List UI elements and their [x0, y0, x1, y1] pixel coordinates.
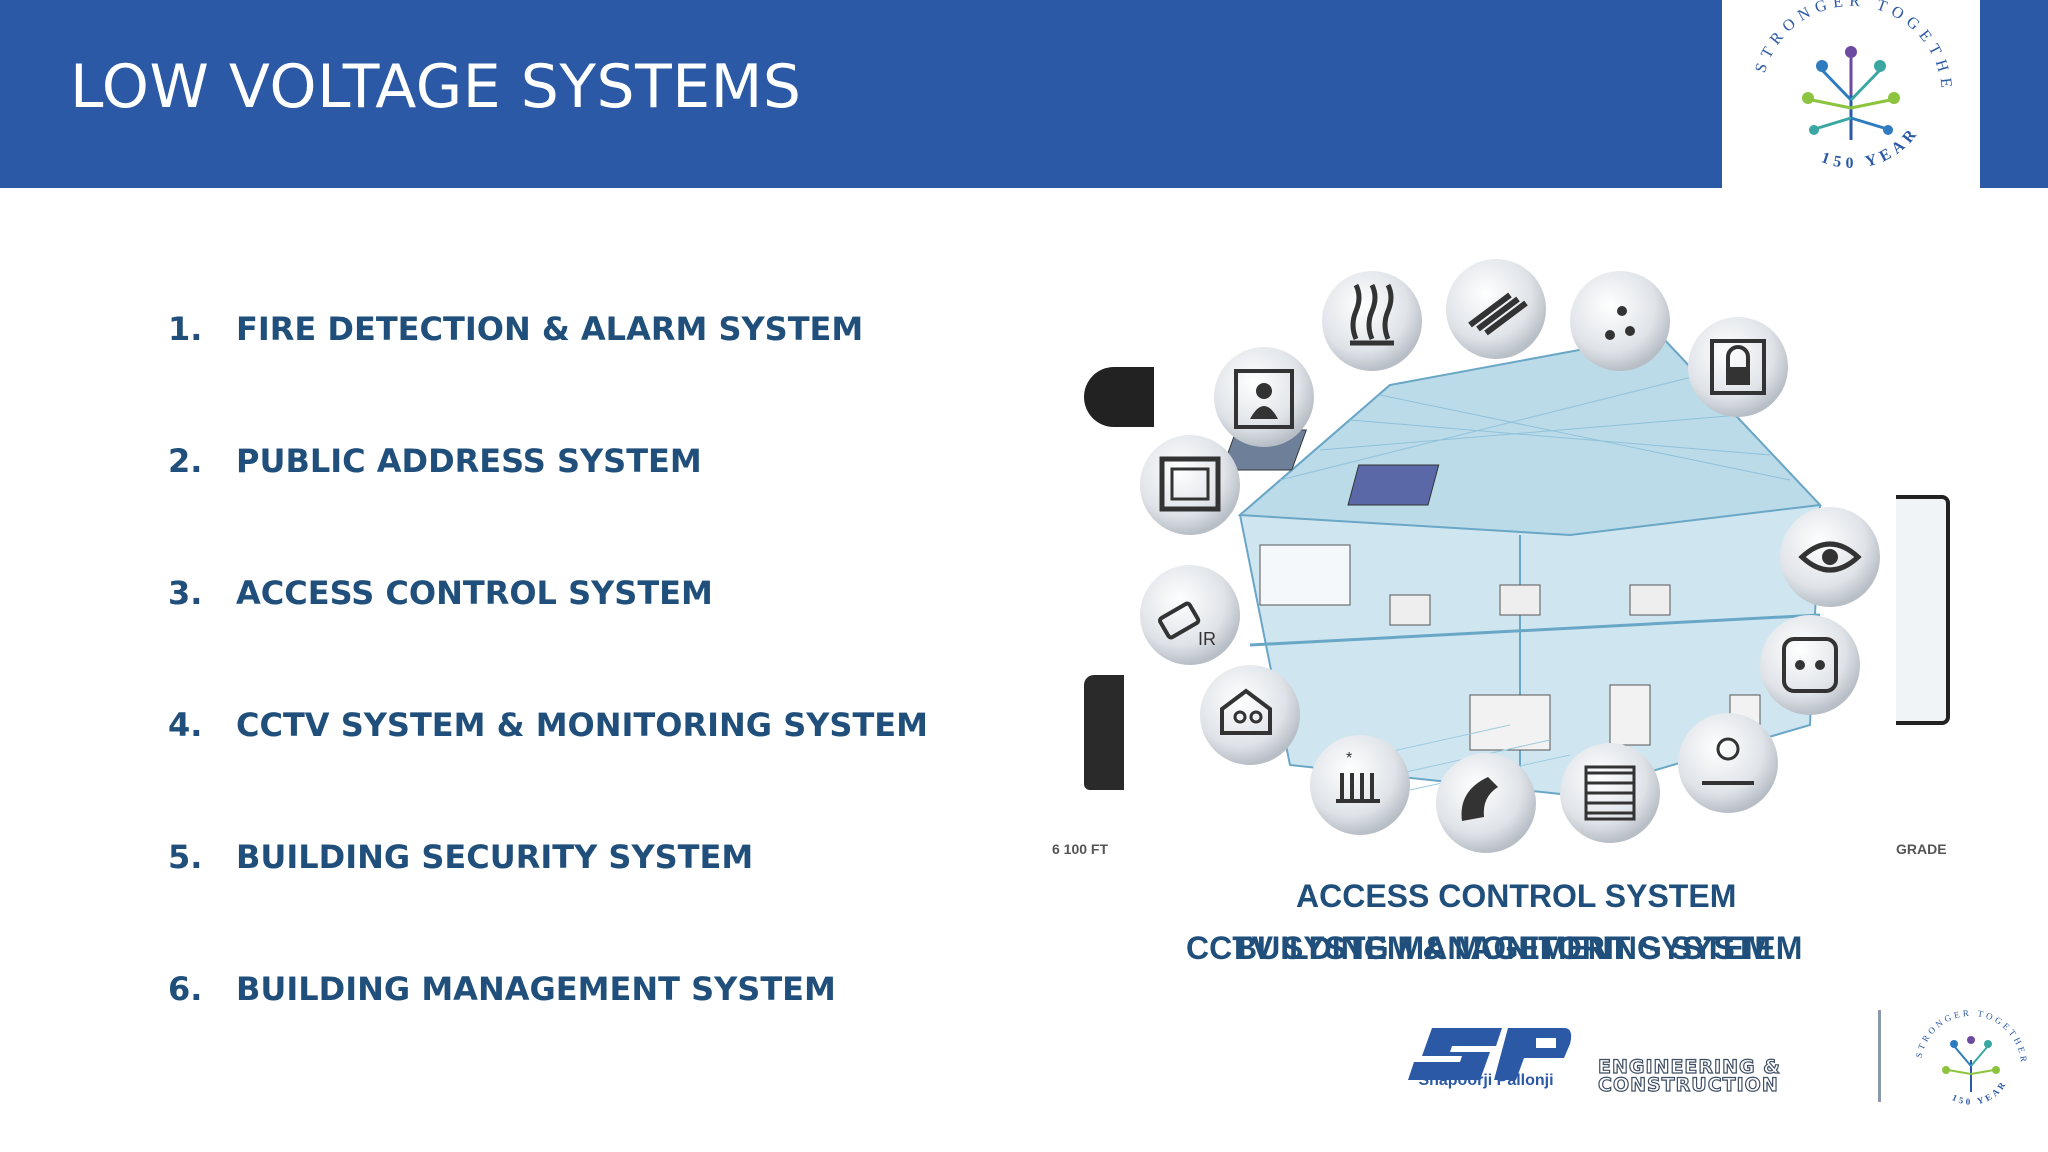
home-scene-icon — [1200, 665, 1300, 765]
presence-icon — [1214, 347, 1314, 447]
figure-caption-right: GRADE — [1896, 841, 1947, 857]
item-number: 6. — [168, 970, 203, 1008]
water-drops-icon — [1570, 271, 1670, 371]
device-right-tablet — [1896, 495, 1950, 725]
item-label: CCTV SYSTEM & MONITORING SYSTEM — [236, 706, 928, 744]
svg-text:*: * — [1346, 750, 1352, 767]
list-item: 6. BUILDING MANAGEMENT SYSTEM — [168, 970, 928, 1020]
list-item: 4. CCTV SYSTEM & MONITORING SYSTEM — [168, 706, 928, 756]
figure-caption-left: 6 100 FT — [1052, 841, 1109, 857]
phone-icon — [1436, 753, 1536, 853]
house-illustration — [1221, 333, 1823, 797]
tree-icon — [1811, 58, 1891, 140]
division-line-2: CONSTRUCTION — [1597, 1074, 1779, 1096]
footer-divider — [1878, 1010, 1881, 1102]
header-band — [0, 0, 2048, 188]
lock-icon — [1688, 317, 1788, 417]
list-item: 2. PUBLIC ADDRESS SYSTEM — [168, 442, 928, 492]
smart-home-figure: 6 100 FT GRADE — [1050, 255, 1950, 865]
ir-remote-icon: IR — [1140, 565, 1240, 665]
pipes-icon — [1446, 259, 1546, 359]
division-name: ENGINEERING & CONSTRUCTION — [1597, 1056, 1781, 1096]
footer-tree-icon — [1947, 1045, 1995, 1092]
header-logo: STRONGER TOGETHER 150 YEARS — [1714, 0, 1980, 188]
device-left-edge — [1084, 367, 1154, 427]
footer-badge-logo: STRONGER TOGETHER 150 YEARS — [1902, 996, 2036, 1114]
socket-icon — [1760, 615, 1860, 715]
item-number: 1. — [168, 310, 203, 348]
blinds-icon — [1560, 743, 1660, 843]
caption-cctv: CCTV SYSTEM & MONITORING SYSTEM — [1186, 930, 1803, 966]
item-label: FIRE DETECTION & ALARM SYSTEM — [236, 310, 864, 348]
light-dimmer-icon — [1678, 713, 1778, 813]
page-title: LOW VOLTAGE SYSTEMS — [70, 52, 802, 122]
list-item: 1. FIRE DETECTION & ALARM SYSTEM — [168, 310, 928, 360]
device-left-box — [1084, 675, 1124, 790]
item-label: BUILDING MANAGEMENT SYSTEM — [236, 970, 836, 1008]
window-icon — [1140, 435, 1240, 535]
svg-text:IR: IR — [1198, 629, 1216, 649]
list-item: 3. ACCESS CONTROL SYSTEM — [168, 574, 928, 624]
caption-access-control: ACCESS CONTROL SYSTEM — [1296, 878, 1737, 914]
item-number: 3. — [168, 574, 203, 612]
badge-arc-top: STRONGER TOGETHER — [1722, 0, 1955, 95]
icon-ring: IR * — [1140, 259, 1880, 853]
radiator-icon: * — [1310, 735, 1410, 835]
item-number: 2. — [168, 442, 203, 480]
item-label: PUBLIC ADDRESS SYSTEM — [236, 442, 702, 480]
company-logo: Shapoorji Pallonji — [1396, 1022, 1576, 1092]
badge-arc-bottom: 150 YEARS — [1722, 0, 1923, 172]
item-number: 4. — [168, 706, 203, 744]
division-line-1: ENGINEERING & — [1597, 1056, 1781, 1078]
list-item: 5. BUILDING SECURITY SYSTEM — [168, 838, 928, 888]
heating-icon — [1322, 271, 1422, 371]
caption-bms: BUILDING MANAGEMENT SYSTEM — [1234, 930, 1771, 966]
eye-icon — [1780, 507, 1880, 607]
item-number: 5. — [168, 838, 203, 876]
sp-logo-mark-icon — [1408, 1028, 1502, 1080]
company-name: Shapoorji Pallonji — [1418, 1072, 1554, 1089]
item-label: BUILDING SECURITY SYSTEM — [236, 838, 754, 876]
item-label: ACCESS CONTROL SYSTEM — [236, 574, 713, 612]
